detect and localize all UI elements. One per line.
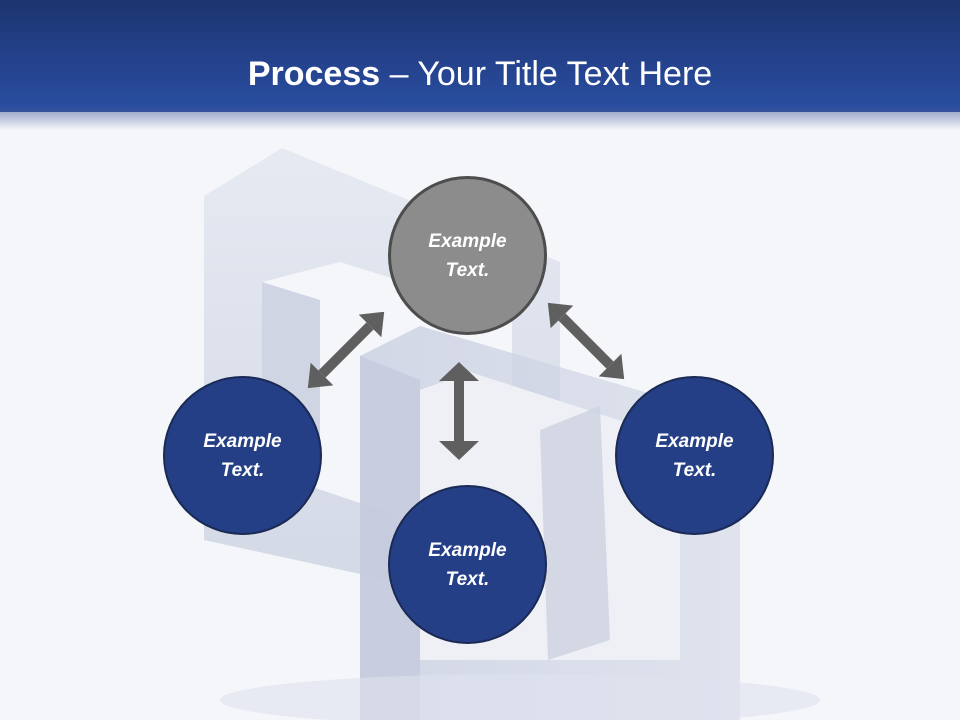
node-left-line1: Example xyxy=(203,430,282,452)
node-left[interactable]: Example Text. xyxy=(163,376,322,535)
node-top-line2: Text. xyxy=(445,259,490,281)
node-top-line1: Example xyxy=(428,230,507,252)
node-left-line2: Text. xyxy=(220,459,265,481)
arrow-top-right xyxy=(547,302,625,380)
title-rest-part: – Your Title Text Here xyxy=(380,55,713,93)
title-bar xyxy=(0,0,960,112)
slide-title[interactable]: Process – Your Title Text Here xyxy=(0,52,960,96)
arrow-top-bottom xyxy=(439,362,479,460)
node-top[interactable]: Example Text. xyxy=(388,176,547,335)
node-right-line2: Text. xyxy=(672,459,717,481)
node-bottom-line2: Text. xyxy=(445,568,490,590)
node-bottom-line1: Example xyxy=(428,539,507,561)
node-right-line1: Example xyxy=(655,430,734,452)
node-right[interactable]: Example Text. xyxy=(615,376,774,535)
node-bottom[interactable]: Example Text. xyxy=(388,485,547,644)
arrow-top-left xyxy=(307,311,385,389)
title-bar-shadow xyxy=(0,108,960,130)
title-bold-part: Process xyxy=(247,55,381,93)
